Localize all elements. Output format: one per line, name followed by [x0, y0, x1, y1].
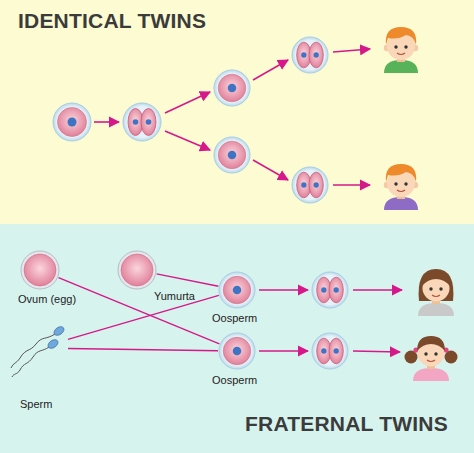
cell-label: Oosperm	[212, 312, 257, 324]
section-title: FRATERNAL TWINS	[245, 412, 448, 436]
section-band: FRATERNAL TWINSOvum (egg)YumurtaSpermOos…	[0, 224, 474, 453]
oosperm-cell: Oosperm	[218, 332, 256, 370]
ovum-shape	[117, 250, 157, 290]
two-cell-stage	[123, 103, 161, 141]
cell-label: Ovum (egg)	[18, 293, 76, 305]
split-cell	[214, 137, 250, 173]
cell-label: Sperm	[20, 398, 52, 410]
two-cell-stage	[292, 167, 328, 203]
boy-face	[384, 27, 418, 73]
two-cell-stage	[312, 272, 348, 308]
oosperm-cell: Oosperm	[218, 271, 256, 309]
sperm-group: Sperm	[8, 318, 68, 378]
ovum-shape	[20, 250, 60, 290]
egg-cell: Ovum (egg)	[20, 250, 60, 290]
cell-label: Oosperm	[212, 374, 257, 386]
cell-label: Yumurta	[154, 290, 195, 302]
section-title: IDENTICAL TWINS	[18, 9, 206, 33]
cell-shape	[218, 271, 256, 309]
split-cell	[214, 70, 250, 106]
cell-shape	[218, 332, 256, 370]
zygote-cell	[53, 103, 91, 141]
two-cell-stage	[312, 333, 348, 369]
sperm-shape	[8, 318, 68, 378]
egg-cell: Yumurta	[117, 250, 157, 290]
girl-face	[418, 269, 454, 316]
two-cell-stage	[292, 37, 328, 73]
boy-face	[384, 164, 418, 210]
